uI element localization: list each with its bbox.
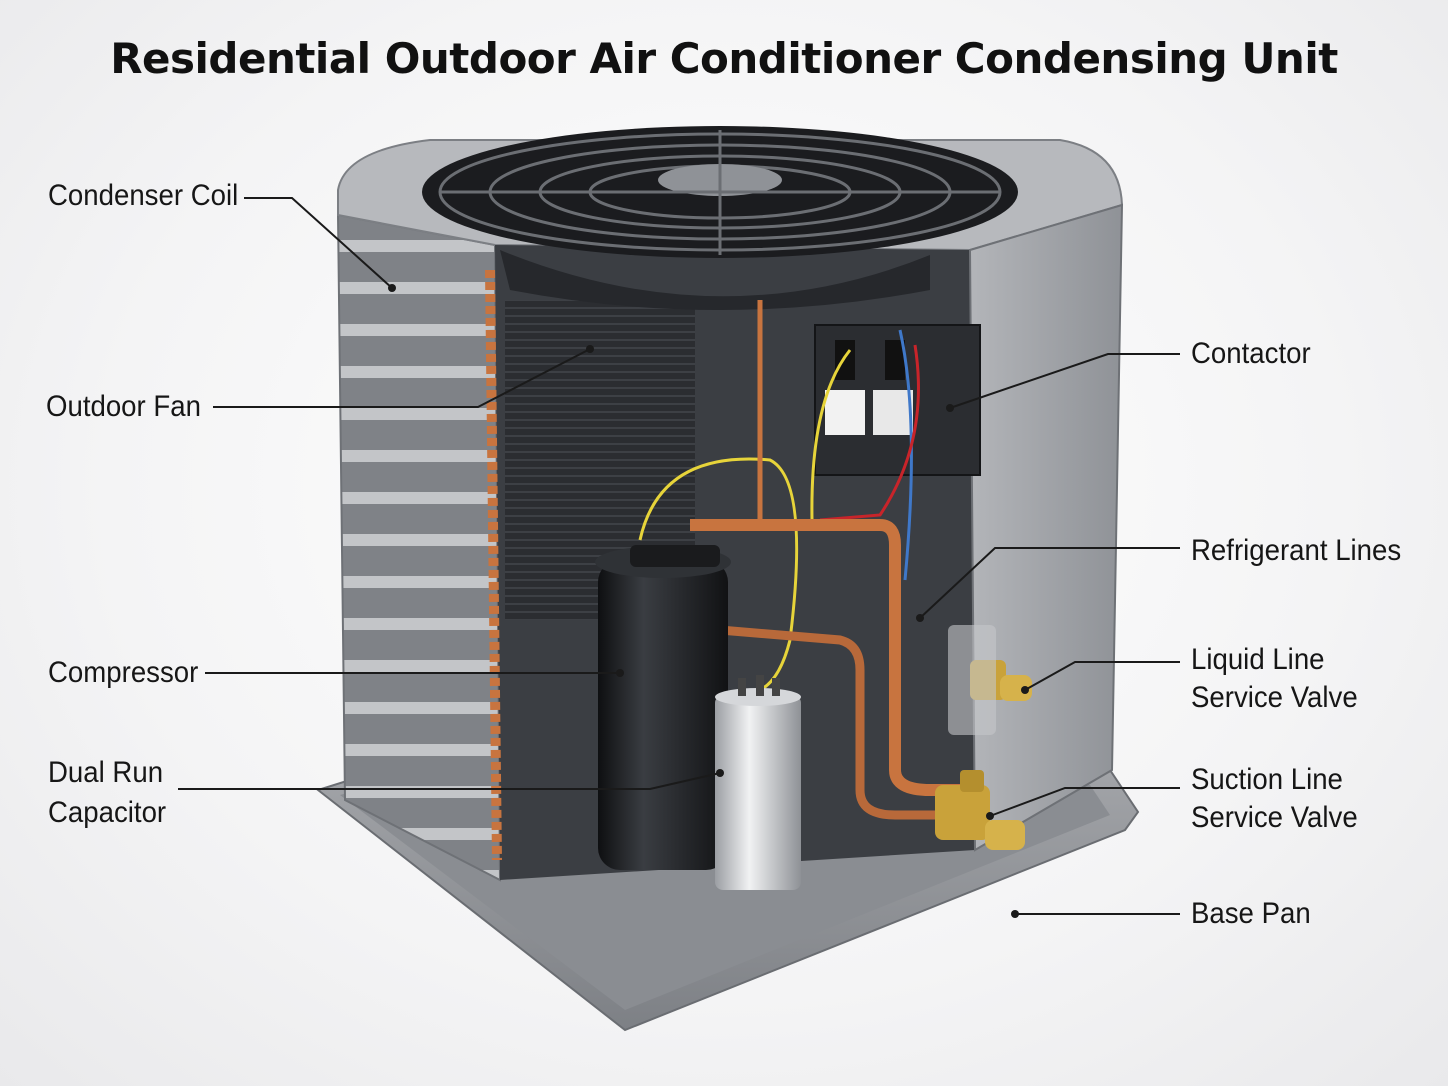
outdoor-fan-blades [500, 250, 930, 310]
suction-line-service-valve [935, 770, 1025, 850]
right-cabinet-panel [968, 203, 1124, 852]
liquid-line-service-valve [948, 625, 1032, 735]
dual-run-capacitor [715, 675, 801, 890]
label-contactor: Contactor [1191, 337, 1311, 370]
label-liquid-line-valve-line1: Liquid Line [1191, 643, 1325, 676]
leader-contactor [949, 353, 1180, 409]
coil-copper-tubes [485, 269, 502, 861]
label-liquid-line-valve-line2: Service Valve [1191, 681, 1358, 714]
label-suction-line-valve-line1: Suction Line [1191, 763, 1343, 796]
leader-condenser-coil [244, 197, 393, 289]
leader-capacitor [178, 772, 721, 790]
leader-liquid-valve [1024, 661, 1180, 691]
leader-outdoor-fan [213, 348, 591, 408]
label-condenser-coil: Condenser Coil [48, 179, 239, 212]
diagram-title: Residential Outdoor Air Conditioner Cond… [110, 34, 1338, 83]
refrigerant-suction-line [690, 519, 960, 796]
label-base-pan: Base Pan [1191, 897, 1311, 930]
label-suction-line-valve-line2: Service Valve [1191, 801, 1358, 834]
refrigerant-liquid-line [719, 625, 960, 820]
label-dual-run-capacitor-line2: Capacitor [48, 796, 167, 829]
contactor [814, 324, 981, 476]
leader-suction-valve [989, 787, 1180, 817]
label-refrigerant-lines: Refrigerant Lines [1191, 534, 1402, 567]
left-cabinet-panel [336, 213, 502, 882]
label-outdoor-fan: Outdoor Fan [46, 390, 201, 423]
label-compressor: Compressor [48, 656, 199, 689]
label-dual-run-capacitor-line1: Dual Run [48, 756, 164, 789]
leader-refrigerant-lines [919, 547, 1180, 619]
outdoor-fan-grille [422, 126, 1018, 258]
compressor [595, 545, 731, 870]
